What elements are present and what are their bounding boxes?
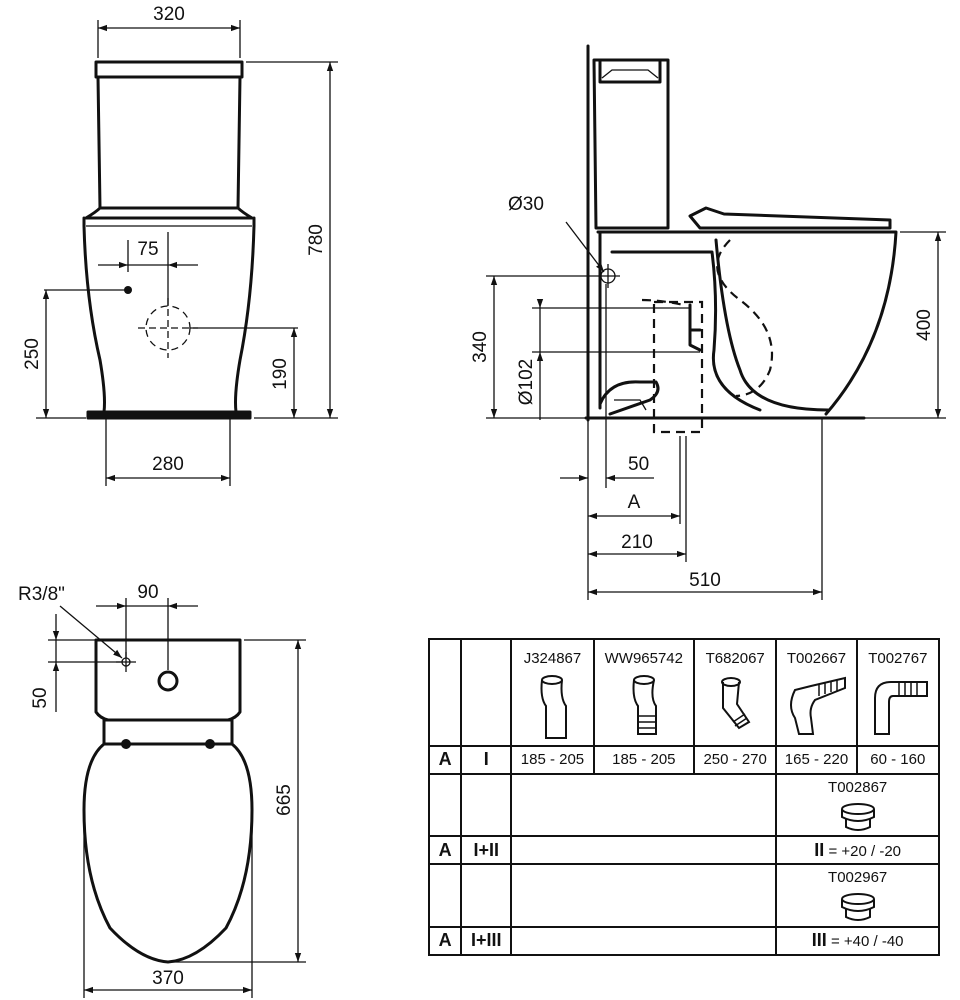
straight-ribbed-pan-connector-icon	[632, 675, 657, 735]
pan-connector-cell: T002667	[775, 638, 858, 747]
table-cell-empty	[460, 638, 513, 747]
pan-code: T682067	[705, 650, 765, 667]
dim-outlet-center-height: 340	[470, 331, 491, 363]
row-label-a: A	[427, 835, 463, 866]
pan-connector-cell: T682067	[693, 638, 778, 747]
table-row: A I 185 - 205 185 - 205 250 - 270 165 - …	[427, 744, 941, 775]
adapter-ring-icon	[840, 893, 875, 922]
dim-outlet-height: 190	[270, 358, 291, 390]
dim-inlet-diameter: Ø30	[508, 194, 544, 215]
row-label-set: I	[460, 744, 513, 775]
pan-code: T002767	[868, 650, 928, 667]
table-row: A I+II II = +20 / -20	[427, 835, 940, 866]
range-value: 165 - 220	[775, 744, 858, 775]
pan-code: WW965742	[604, 650, 683, 667]
table-header-row: J324867 WW965742 T682067 T002667	[427, 638, 941, 747]
pan-connector-table: J324867 WW965742 T682067 T002667	[427, 638, 941, 957]
table-cell-empty	[510, 772, 778, 838]
front-view: 320 780 75 250 190 280	[22, 4, 338, 486]
table-cell-empty	[427, 863, 463, 928]
row-label-set: I+III	[460, 925, 513, 957]
adapter-cell: T002867	[775, 772, 940, 838]
range-value: 185 - 205	[510, 744, 595, 775]
dim-outlet-diameter: Ø102	[516, 359, 537, 405]
dim-width: 370	[152, 968, 184, 989]
straight-pan-connector-icon	[540, 675, 568, 739]
tolerance-cell: III = +40 / -40	[775, 925, 940, 957]
dim-thread: R3/8"	[18, 584, 65, 605]
table-cell-empty	[510, 863, 778, 928]
adapter-cell: T002967	[775, 863, 940, 928]
table-cell-empty	[427, 638, 463, 747]
dim-base-width: 280	[152, 454, 184, 475]
dim-depth-total: 510	[689, 570, 721, 591]
table-row: T002967	[427, 863, 940, 928]
dim-outlet-distance: 210	[621, 532, 653, 553]
table-row: A I+III III = +40 / -40	[427, 925, 940, 957]
adapter-code: T002867	[828, 778, 888, 796]
adapter-ring-icon	[840, 802, 875, 831]
dim-top-width: 320	[153, 4, 185, 25]
tolerance-roman: III	[811, 930, 827, 951]
dim-inlet-from-wall: 50	[30, 687, 51, 708]
table-cell-empty	[460, 772, 513, 838]
table-cell-empty	[510, 835, 778, 866]
range-value: 250 - 270	[693, 744, 778, 775]
range-value: 60 - 160	[855, 744, 941, 775]
tolerance-roman: II	[814, 839, 825, 860]
table-cell-empty	[460, 863, 513, 928]
pan-connector-cell: T002767	[855, 638, 941, 747]
dim-a: A	[628, 492, 641, 513]
dim-inlet-spacing: 90	[137, 582, 158, 603]
top-view: R3/8" 90 50 665 370	[18, 582, 306, 998]
range-value: 185 - 205	[592, 744, 696, 775]
dim-wall-gap: 50	[628, 454, 649, 475]
pan-connector-cell: J324867	[510, 638, 595, 747]
side-view: Ø30 400 340 Ø102 50 A 210	[470, 44, 946, 600]
pan-connector-cell: WW965742	[592, 638, 696, 747]
table-row: T002867	[427, 772, 940, 838]
adapter-code: T002967	[828, 869, 888, 887]
tolerance-value: = +40 / -40	[830, 933, 904, 951]
water-inlet-hole	[157, 670, 179, 692]
bend-pan-connector-icon	[790, 676, 847, 735]
offset-pan-connector-icon	[721, 677, 751, 730]
tolerance-value: = +20 / -20	[828, 842, 902, 860]
table-cell-empty	[510, 925, 778, 957]
dim-height-total: 780	[306, 224, 327, 256]
dim-inlet-height: 250	[22, 338, 43, 370]
row-label-set: I+II	[460, 835, 513, 866]
row-label-a: A	[427, 744, 463, 775]
tolerance-cell: II = +20 / -20	[775, 835, 940, 866]
pan-code: J324867	[523, 650, 582, 667]
dim-inlet-offset: 75	[137, 239, 158, 260]
row-label-a: A	[427, 925, 463, 957]
dim-seat-height: 400	[914, 309, 935, 341]
pan-code: T002667	[786, 650, 847, 667]
dim-length: 665	[274, 784, 295, 816]
table-cell-empty	[427, 772, 463, 838]
90-degree-pan-connector-icon	[873, 681, 928, 735]
